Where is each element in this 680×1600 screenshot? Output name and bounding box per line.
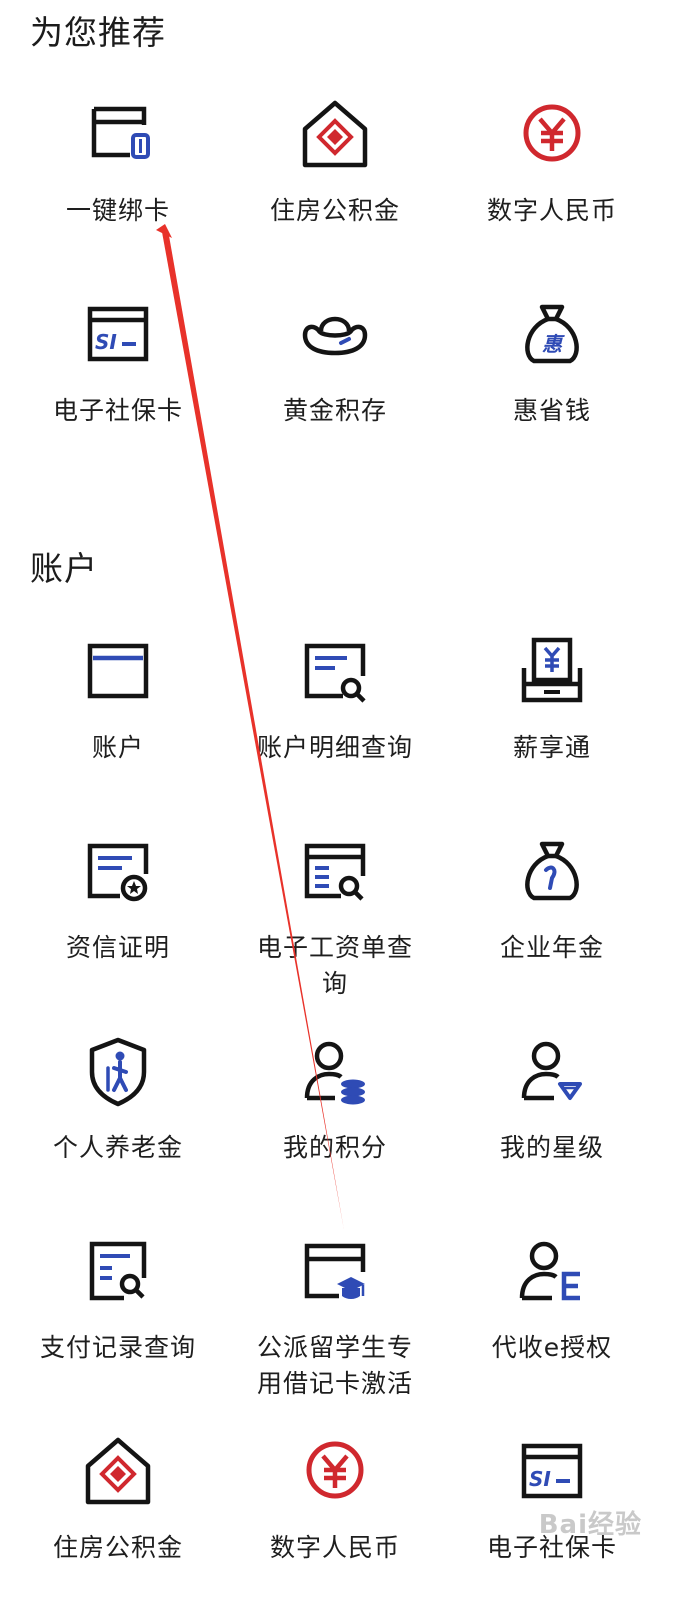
tile-social-security-card[interactable]: SI 电子社保卡 xyxy=(8,295,228,429)
user-points-icon xyxy=(304,1041,365,1105)
tile-housing-fund-2[interactable]: 住房公积金 xyxy=(8,1432,228,1566)
money-bag-hui-icon: 惠 xyxy=(525,304,579,364)
tile-label: 电子社保卡 xyxy=(52,396,183,425)
tile-digital-rmb-2[interactable]: 数字人民币 xyxy=(225,1432,445,1566)
section-title-recommended: 为您推荐 xyxy=(30,13,166,52)
housing-fund-icon xyxy=(302,100,368,168)
payment-record-search-icon xyxy=(89,1241,147,1301)
tile-label: 住房公积金 xyxy=(52,1533,183,1562)
tile-label: 数字人民币 xyxy=(486,196,617,225)
social-security-card-icon: SI xyxy=(521,1443,583,1499)
annuity-bag-icon xyxy=(525,841,579,901)
salary-icon xyxy=(521,637,583,703)
tile-label: 数字人民币 xyxy=(269,1533,400,1562)
credit-certificate-icon xyxy=(87,843,149,902)
tile-payslip[interactable]: 电子工资单查询 xyxy=(225,832,445,1002)
tile-label: 账户明细查询 xyxy=(256,733,413,762)
section-title-account: 账户 xyxy=(30,549,98,588)
tile-label: 代收e授权 xyxy=(491,1333,613,1362)
tile-label: 黄金积存 xyxy=(282,396,387,425)
tile-label: 薪享通 xyxy=(512,733,591,762)
tile-digital-rmb[interactable]: 数字人民币 xyxy=(442,95,662,229)
tile-e-authorize[interactable]: 代收e授权 xyxy=(442,1232,662,1366)
tile-student-card[interactable]: 公派留学生专用借记卡激活 xyxy=(225,1232,445,1402)
account-detail-search-icon xyxy=(304,643,366,703)
svg-text:惠: 惠 xyxy=(542,332,565,356)
tile-housing-fund[interactable]: 住房公积金 xyxy=(225,95,445,229)
tile-label: 我的星级 xyxy=(499,1133,604,1162)
tile-star-level[interactable]: 我的星级 xyxy=(442,1032,662,1166)
payslip-search-icon xyxy=(304,843,366,901)
tile-account[interactable]: 账户 xyxy=(8,632,228,766)
housing-fund-icon xyxy=(85,1437,151,1505)
tile-social-security-card-2[interactable]: SI 电子社保卡 xyxy=(442,1432,662,1566)
card-bind-icon xyxy=(91,106,150,159)
tile-gold[interactable]: 黄金积存 xyxy=(225,295,445,429)
user-star-level-icon xyxy=(521,1041,582,1101)
tile-credit-certificate[interactable]: 资信证明 xyxy=(8,832,228,966)
account-card-icon xyxy=(87,643,149,699)
tile-label: 电子社保卡 xyxy=(486,1533,617,1562)
tile-annuity[interactable]: 企业年金 xyxy=(442,832,662,966)
tile-label: 企业年金 xyxy=(499,933,604,962)
tile-card-bind[interactable]: 一键绑卡 xyxy=(8,95,228,229)
tile-label: 电子工资单查询 xyxy=(256,933,413,998)
pension-shield-icon xyxy=(89,1037,147,1107)
svg-text:SI: SI xyxy=(529,1467,551,1491)
user-e-authorize-icon xyxy=(519,1241,580,1301)
svg-text:SI: SI xyxy=(95,330,117,354)
digital-rmb-icon xyxy=(523,104,581,162)
tile-label: 我的积分 xyxy=(282,1133,387,1162)
gold-ingot-icon xyxy=(302,316,368,356)
tile-payment-record[interactable]: 支付记录查询 xyxy=(8,1232,228,1366)
tile-account-detail[interactable]: 账户明细查询 xyxy=(225,632,445,766)
student-card-activate-icon xyxy=(304,1243,366,1299)
tile-label: 账户 xyxy=(91,733,144,762)
watermark: Bai经验 xyxy=(538,1510,642,1540)
tile-label: 惠省钱 xyxy=(512,396,591,425)
tile-my-points[interactable]: 我的积分 xyxy=(225,1032,445,1166)
social-security-card-icon: SI xyxy=(87,306,149,362)
tile-label: 住房公积金 xyxy=(269,196,400,225)
tile-label: 一键绑卡 xyxy=(65,196,170,225)
tile-label: 个人养老金 xyxy=(52,1133,183,1162)
tile-label: 资信证明 xyxy=(65,933,170,962)
tile-pension[interactable]: 个人养老金 xyxy=(8,1032,228,1166)
tile-salary[interactable]: 薪享通 xyxy=(442,632,662,766)
tile-save-money[interactable]: 惠 惠省钱 xyxy=(442,295,662,429)
tile-label: 支付记录查询 xyxy=(39,1333,196,1362)
tile-label: 公派留学生专用借记卡激活 xyxy=(256,1333,413,1398)
digital-rmb-icon xyxy=(306,1441,364,1499)
